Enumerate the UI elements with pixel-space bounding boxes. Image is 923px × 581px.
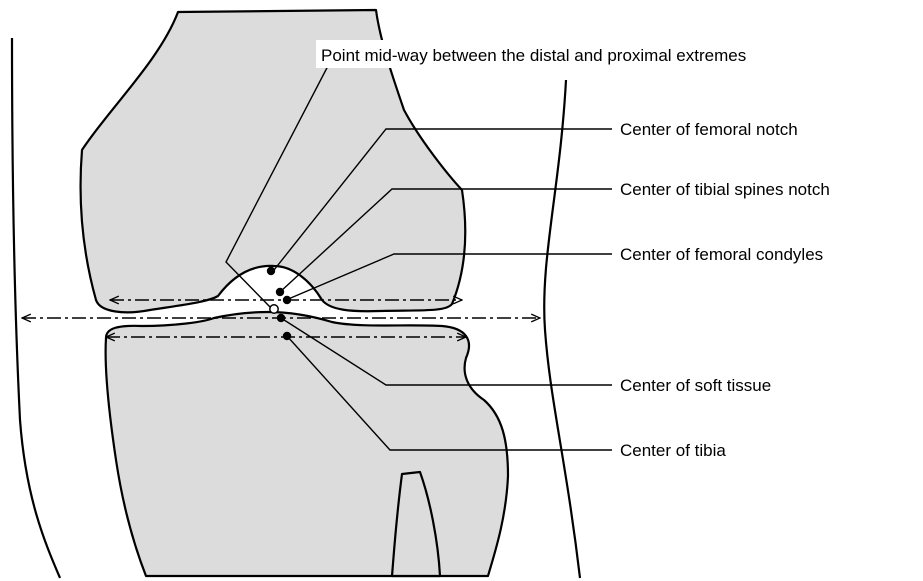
femoral-notch-label: Center of femoral notch	[620, 120, 798, 139]
tibia	[106, 312, 508, 576]
femoral-notch-point	[267, 267, 275, 275]
tibial-spines-notch-point	[276, 288, 284, 296]
soft-tissue-right-outline	[544, 80, 580, 578]
soft-tissue-left-outline	[12, 38, 60, 578]
soft-tissue-center-point	[277, 314, 285, 322]
midpoint-label: Point mid-way between the distal and pro…	[321, 46, 746, 65]
femoral-condyles-point	[283, 296, 291, 304]
tibial-spines-notch-label: Center of tibial spines notch	[620, 180, 830, 199]
tibia-label: Center of tibia	[620, 441, 726, 460]
soft-tissue-label: Center of soft tissue	[620, 376, 771, 395]
tibia-center-point	[283, 332, 291, 340]
midpoint-open-point	[270, 305, 278, 313]
femoral-condyles-label: Center of femoral condyles	[620, 245, 823, 264]
